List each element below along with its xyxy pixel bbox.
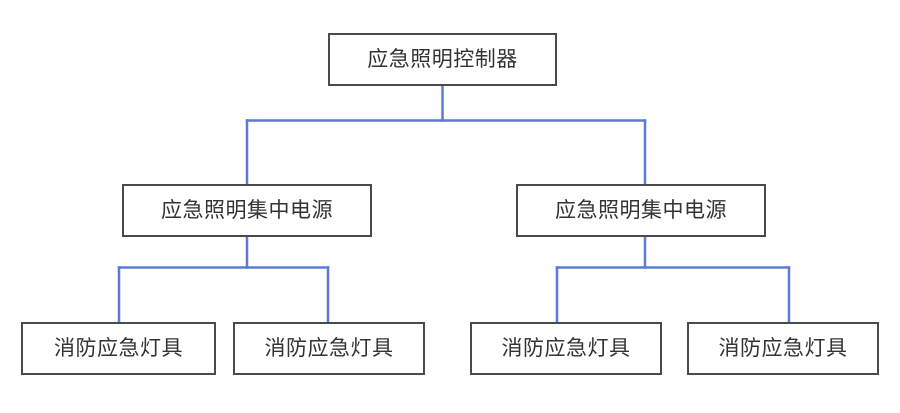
node-fire-emergency-lamp-3[interactable]: 消防应急灯具 bbox=[470, 322, 662, 375]
node-central-power-supply-right[interactable]: 应急照明集中电源 bbox=[516, 184, 766, 237]
node-label: 应急照明集中电源 bbox=[161, 199, 333, 222]
node-fire-emergency-lamp-4[interactable]: 消防应急灯具 bbox=[687, 322, 879, 375]
node-label: 消防应急灯具 bbox=[501, 337, 631, 360]
node-label: 消防应急灯具 bbox=[718, 337, 848, 360]
node-label: 消防应急灯具 bbox=[264, 337, 394, 360]
node-central-power-supply-left[interactable]: 应急照明集中电源 bbox=[122, 184, 372, 237]
node-label: 消防应急灯具 bbox=[54, 337, 183, 360]
node-label: 应急照明集中电源 bbox=[555, 199, 727, 222]
node-fire-emergency-lamp-1[interactable]: 消防应急灯具 bbox=[21, 322, 216, 375]
node-fire-emergency-lamp-2[interactable]: 消防应急灯具 bbox=[233, 322, 425, 375]
node-label: 应急照明控制器 bbox=[367, 48, 518, 71]
node-emergency-lighting-controller[interactable]: 应急照明控制器 bbox=[328, 33, 557, 86]
